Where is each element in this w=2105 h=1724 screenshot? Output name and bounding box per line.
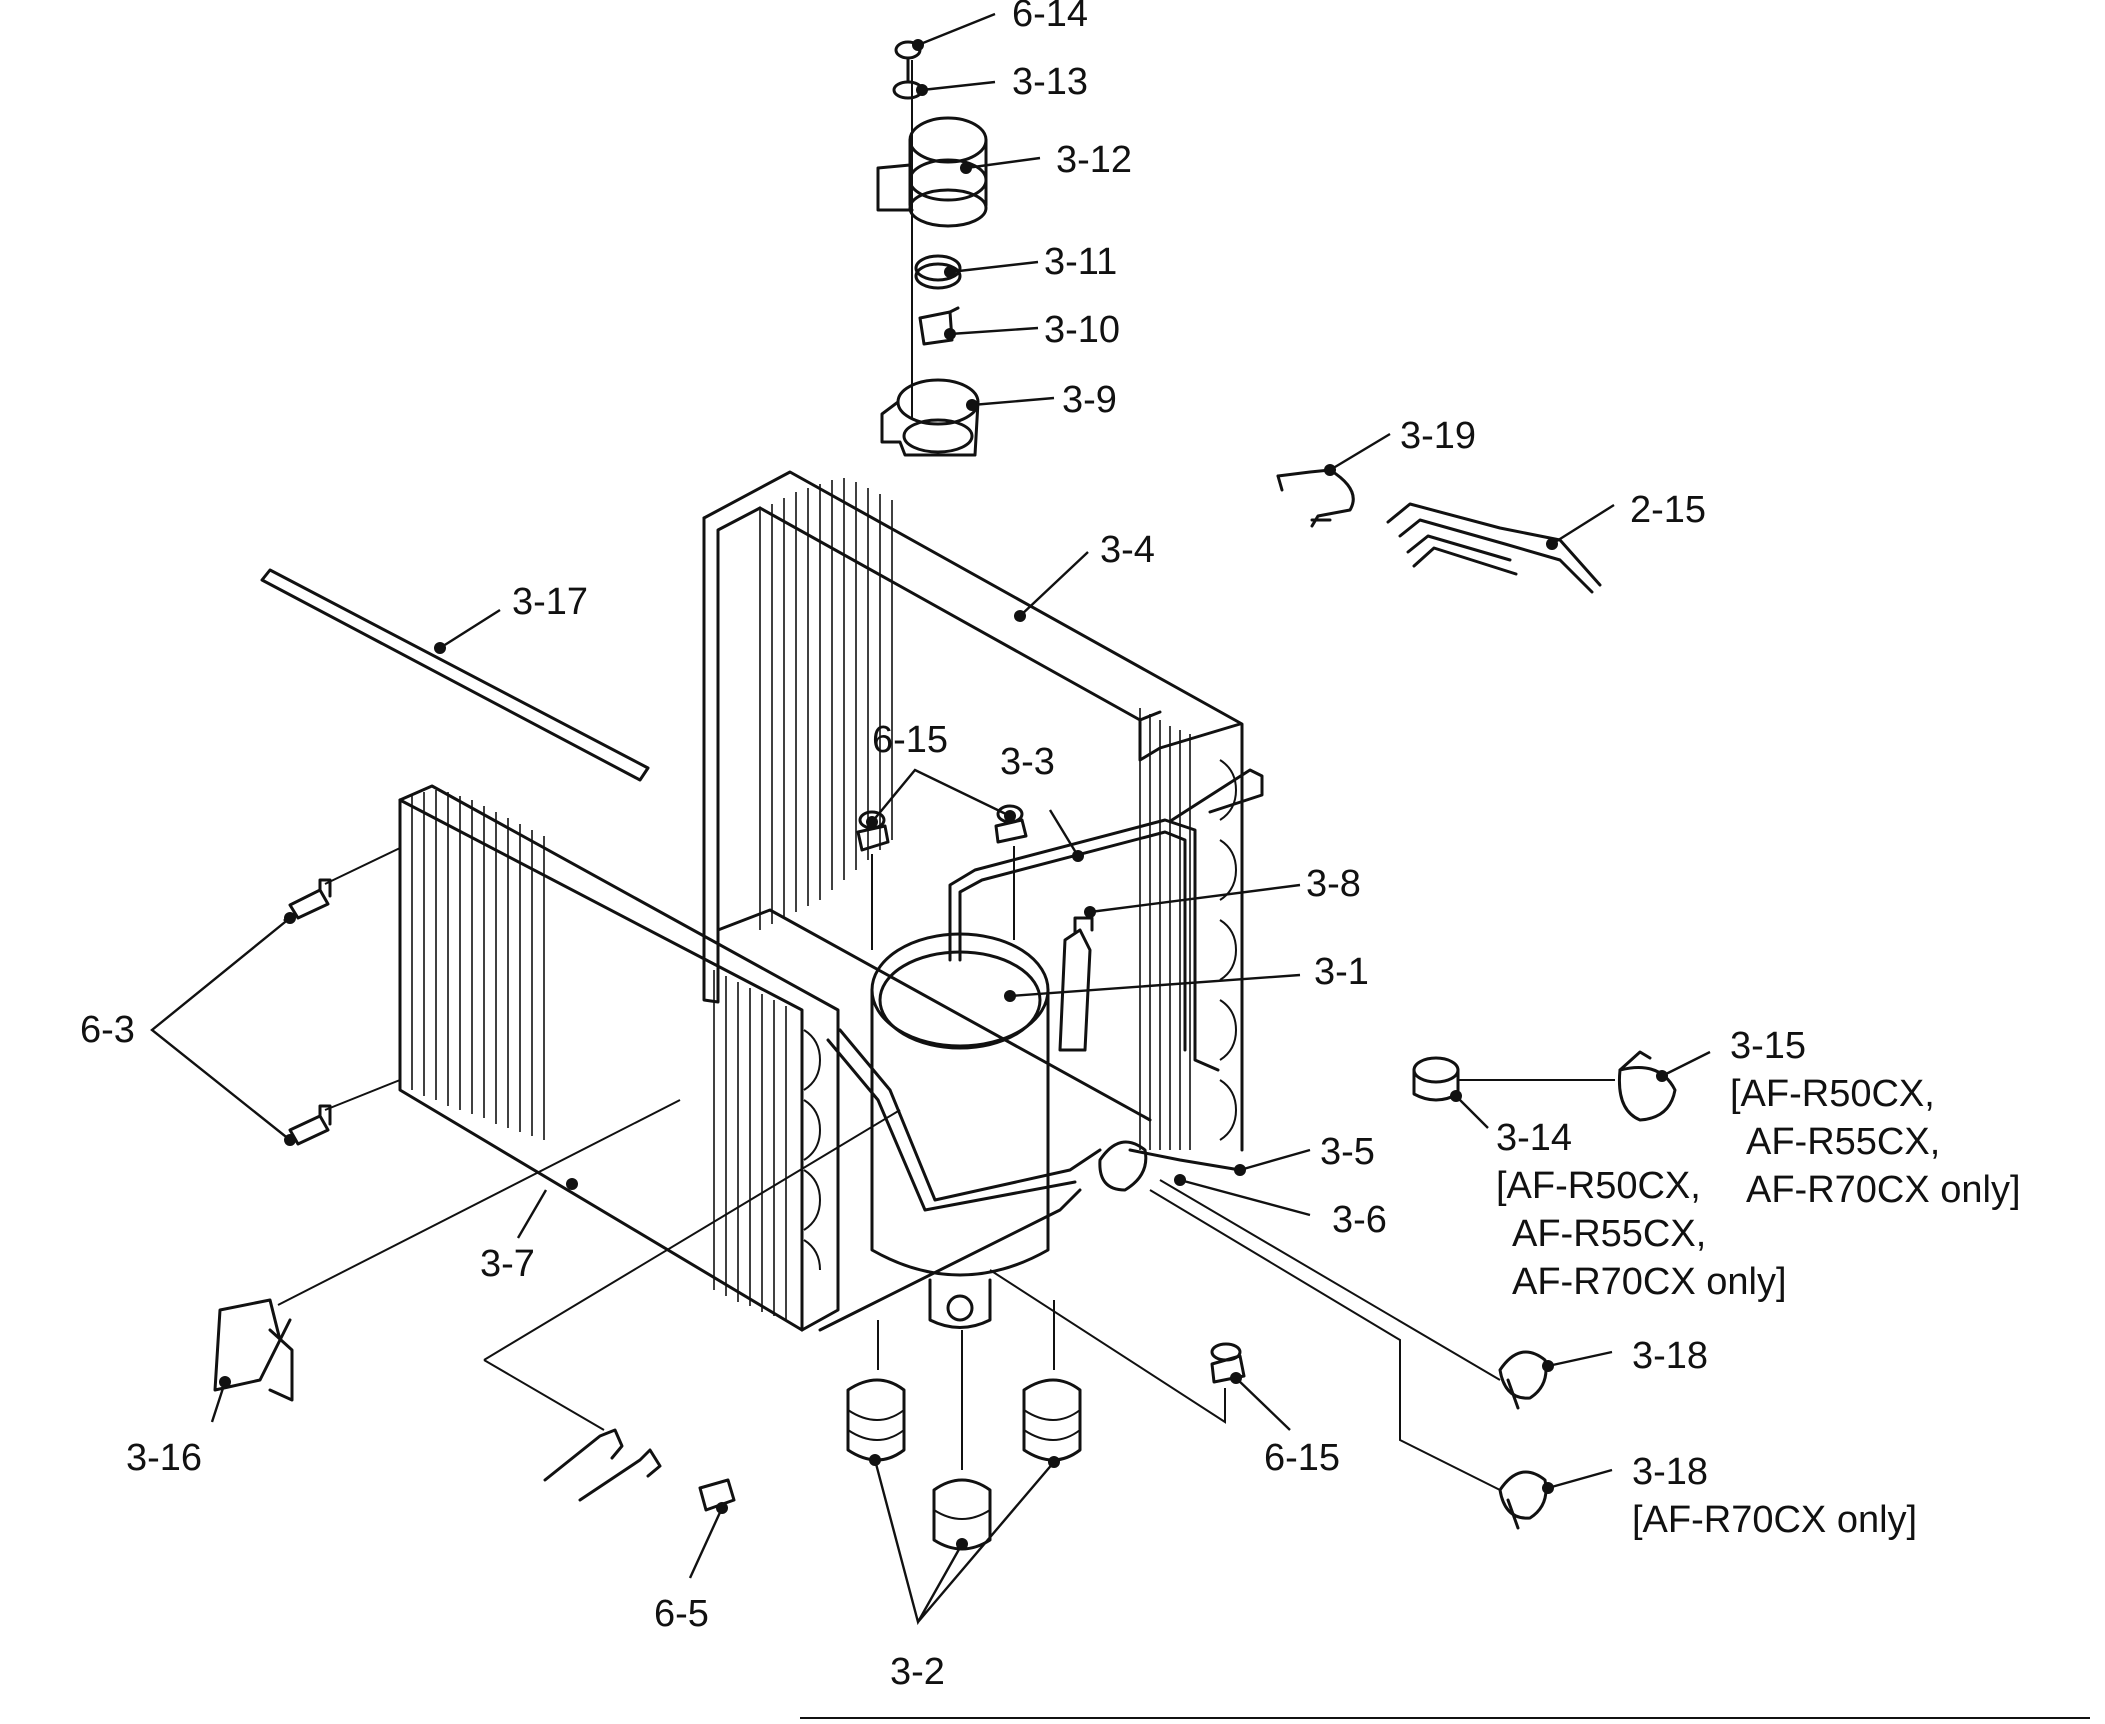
leader-lines bbox=[150, 12, 1711, 1626]
callout-6-3: 6-3 bbox=[80, 1009, 135, 1051]
callout-3-4: 3-4 bbox=[1100, 529, 1155, 571]
callout-3-15-note-3: AF-R70CX only] bbox=[1746, 1169, 2021, 1211]
callout-6-5: 6-5 bbox=[654, 1593, 709, 1635]
rubber-mounts-drawing bbox=[846, 1300, 1082, 1551]
callout-3-12: 3-12 bbox=[1056, 139, 1132, 181]
callout-3-18-b: 3-18 bbox=[1632, 1451, 1708, 1493]
heater-parts-drawing bbox=[1412, 1050, 1677, 1122]
callout-6-14: 6-14 bbox=[1012, 0, 1088, 35]
callout-3-2: 3-2 bbox=[890, 1651, 945, 1693]
callout-3-9: 3-9 bbox=[1062, 379, 1117, 421]
callout-3-14-note-2: AF-R55CX, bbox=[1512, 1213, 1706, 1255]
condenser-front-drawing bbox=[398, 759, 1238, 1332]
wires-drawing bbox=[1276, 468, 1602, 594]
screws-drawing bbox=[283, 847, 401, 1146]
callout-3-11: 3-11 bbox=[1044, 241, 1117, 283]
callout-3-8: 3-8 bbox=[1306, 863, 1361, 905]
callout-3-5: 3-5 bbox=[1320, 1131, 1375, 1173]
callout-dots bbox=[219, 39, 1668, 1550]
nut-bottom-drawing bbox=[989, 1269, 1246, 1424]
callout-3-15-group: 3-15 [AF-R50CX, AF-R55CX, AF-R70CX only] bbox=[1730, 1025, 2021, 1211]
callout-3-15-note-1: [AF-R50CX, bbox=[1730, 1073, 1935, 1115]
nuts-top-drawing bbox=[856, 804, 1028, 950]
seal-strip-drawing bbox=[260, 568, 650, 782]
callout-3-18-a: 3-18 bbox=[1632, 1335, 1708, 1377]
callout-3-7: 3-7 bbox=[480, 1243, 535, 1285]
callout-3-10: 3-10 bbox=[1044, 309, 1120, 351]
callout-3-3: 3-3 bbox=[1000, 741, 1055, 783]
callout-3-15: 3-15 bbox=[1730, 1025, 1806, 1067]
callout-3-14-note-1: [AF-R50CX, bbox=[1496, 1165, 1701, 1207]
condenser-back-drawing bbox=[702, 470, 1244, 1152]
callout-3-14-note-3: AF-R70CX only] bbox=[1512, 1261, 1787, 1303]
callout-3-18-b-group: 3-18 [AF-R70CX only] bbox=[1632, 1451, 1917, 1541]
callout-6-15-bottom: 6-15 bbox=[1264, 1437, 1340, 1479]
callout-3-14: 3-14 bbox=[1496, 1117, 1572, 1159]
callout-3-1: 3-1 bbox=[1314, 951, 1369, 993]
callout-2-15: 2-15 bbox=[1630, 489, 1706, 531]
piping-drawing bbox=[818, 768, 1264, 1332]
callout-3-19: 3-19 bbox=[1400, 415, 1476, 457]
callout-3-14-group: 3-14 [AF-R50CX, AF-R55CX, AF-R70CX only] bbox=[1496, 1117, 1787, 1303]
drawing bbox=[213, 40, 2090, 1719]
callout-3-18-b-note-1: [AF-R70CX only] bbox=[1632, 1499, 1917, 1541]
valve-stack-drawing bbox=[876, 40, 988, 457]
callout-6-15-top: 6-15 bbox=[872, 719, 948, 761]
callout-labels: 6-14 3-13 3-12 3-11 3-10 3-9 3-19 2-15 3… bbox=[80, 0, 2021, 1693]
callout-3-6: 3-6 bbox=[1332, 1199, 1387, 1241]
bracket-drawing bbox=[213, 1099, 681, 1402]
callout-3-13: 3-13 bbox=[1012, 61, 1088, 103]
callout-3-17: 3-17 bbox=[512, 581, 588, 623]
clamps-drawing bbox=[1149, 1179, 1548, 1530]
compressor-drawing bbox=[870, 932, 1050, 1329]
callout-3-16: 3-16 bbox=[126, 1437, 202, 1479]
callout-3-15-note-2: AF-R55CX, bbox=[1746, 1121, 1940, 1163]
terminals-drawing bbox=[483, 1109, 901, 1512]
